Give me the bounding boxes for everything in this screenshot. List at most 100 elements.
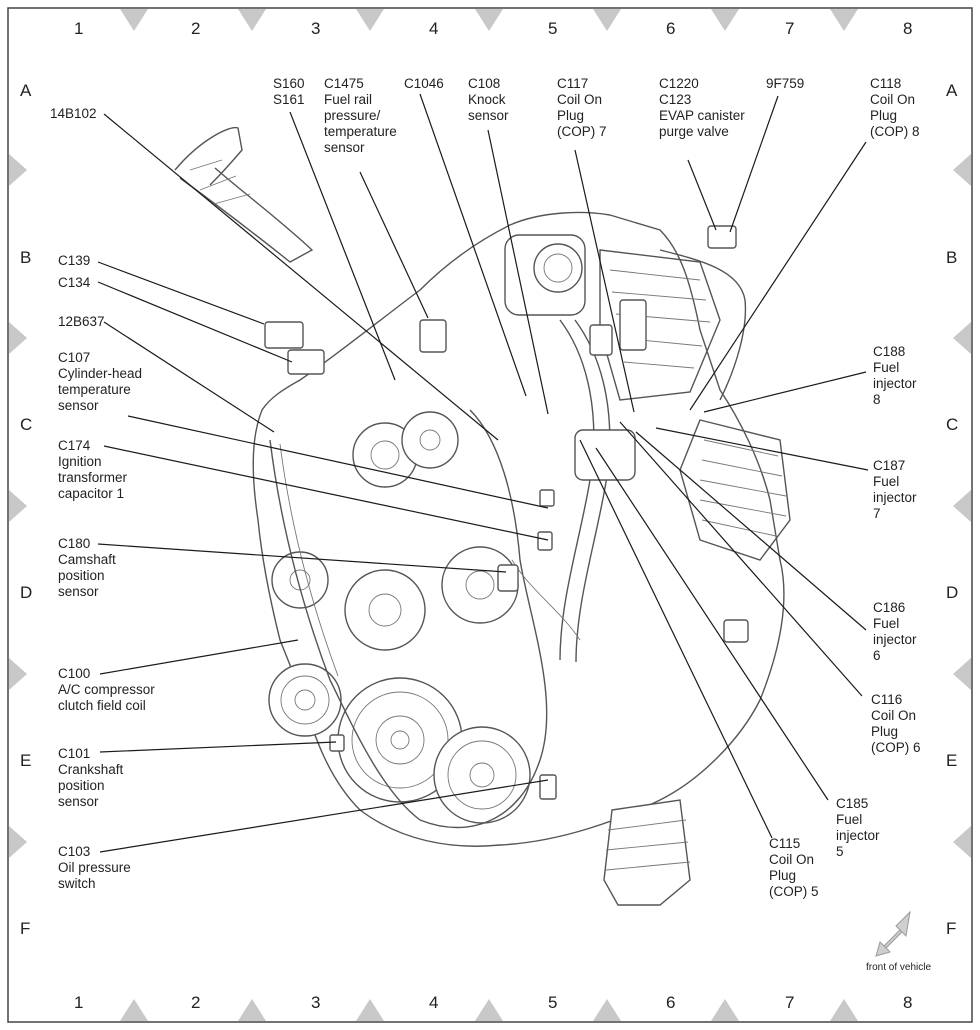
row-label: B: [946, 248, 957, 267]
callout-9f759: 9F759: [766, 76, 804, 91]
leader-c117: [574, 149, 635, 413]
col-label: 3: [311, 993, 320, 1012]
callout-labels: 14B102 S160 S161 C1475 Fuel rail pressur…: [50, 76, 921, 899]
grid-marker: [238, 9, 266, 31]
grid-marker: [120, 999, 148, 1021]
col-label: 4: [429, 993, 438, 1012]
leader-c100: [99, 639, 299, 675]
grid-marker: [238, 999, 266, 1021]
callout-c100: C100 A/C compressor clutch field coil: [58, 666, 159, 713]
callout-c1046: C1046: [404, 76, 444, 91]
leader-c1220: [687, 159, 717, 231]
leader-9f759: [729, 95, 779, 233]
grid-marker: [9, 322, 27, 354]
grid-marker: [711, 999, 739, 1021]
grid-marker: [475, 9, 503, 31]
callout-c188: C188 Fuel injector 8: [873, 344, 920, 407]
grid-marker: [475, 999, 503, 1021]
col-label: 7: [785, 993, 794, 1012]
leader-c107: [127, 415, 549, 509]
grid-marker: [953, 658, 971, 690]
col-label: 2: [191, 993, 200, 1012]
leader-c185: [595, 447, 829, 801]
col-label: 2: [191, 19, 200, 38]
row-label: B: [20, 248, 31, 267]
row-label: A: [20, 81, 32, 100]
row-label: C: [946, 415, 958, 434]
leader-c134: [97, 281, 293, 363]
col-label: 1: [74, 993, 83, 1012]
callout-s160: S160 S161: [273, 76, 308, 107]
callout-c103: C103 Oil pressure switch: [58, 844, 135, 891]
leader-c188: [703, 371, 867, 413]
callout-c174: C174 Ignition transformer capacitor 1: [58, 438, 131, 501]
leader-c108: [487, 129, 549, 415]
grid-marker: [356, 999, 384, 1021]
leader-12b637: [103, 321, 275, 433]
grid-marker: [9, 154, 27, 186]
col-label: 5: [548, 19, 557, 38]
row-label: E: [946, 751, 957, 770]
row-labels-right: A B C D E F: [946, 81, 958, 938]
grid-marker: [953, 490, 971, 522]
callout-c118: C118 Coil On Plug (COP) 8: [870, 76, 920, 139]
grid-marker: [711, 9, 739, 31]
grid-marker: [9, 658, 27, 690]
col-label: 8: [903, 993, 912, 1012]
grid-marker: [830, 999, 858, 1021]
leader-c186: [635, 431, 867, 631]
leader-c174: [103, 445, 549, 541]
front-of-vehicle-indicator: front of vehicle: [866, 910, 931, 973]
col-label: 6: [666, 993, 675, 1012]
diagram-frame: [7, 7, 973, 1023]
leader-c103: [99, 779, 549, 853]
leader-c118: [689, 141, 867, 411]
grid-marker: [593, 999, 621, 1021]
callout-c187: C187 Fuel injector 7: [873, 458, 920, 521]
arrow-icon: [875, 910, 911, 957]
leader-c1475: [359, 171, 429, 319]
grid-marker: [593, 9, 621, 31]
col-label: 7: [785, 19, 794, 38]
col-label: 8: [903, 19, 912, 38]
col-label: 3: [311, 19, 320, 38]
row-label: A: [946, 81, 958, 100]
leader-lines: [97, 93, 869, 853]
callout-14b102: 14B102: [50, 106, 97, 121]
grid-marker: [356, 9, 384, 31]
callout-c1475: C1475 Fuel rail pressure/ temperature se…: [324, 76, 401, 155]
callout-c115: C115 Coil On Plug (COP) 5: [769, 836, 819, 899]
grid-marker: [953, 322, 971, 354]
leader-c116: [619, 421, 863, 697]
column-labels-top: 1 2 3 4 5 6 7 8: [74, 19, 912, 38]
grid-marker: [9, 826, 27, 858]
grid-marker: [120, 9, 148, 31]
callout-c107: C107 Cylinder-head temperature sensor: [58, 350, 146, 413]
callout-c185: C185 Fuel injector 5: [836, 796, 883, 859]
leader-c1046: [419, 93, 527, 397]
row-label: D: [946, 583, 958, 602]
callout-c116: C116 Coil On Plug (COP) 6: [871, 692, 921, 755]
callout-c1220: C1220 C123 EVAP canister purge valve: [659, 76, 749, 139]
leader-c139: [97, 261, 265, 325]
leader-c180: [97, 543, 507, 573]
col-label: 1: [74, 19, 83, 38]
grid-markers: [9, 9, 971, 1021]
callout-12b637: 12B637: [58, 314, 105, 329]
leader-s160: [289, 111, 396, 381]
grid-marker: [9, 490, 27, 522]
row-label: C: [20, 415, 32, 434]
leader-c115: [579, 439, 773, 839]
callout-c180: C180 Camshaft position sensor: [58, 536, 120, 599]
col-label: 6: [666, 19, 675, 38]
callout-c101: C101 Crankshaft position sensor: [58, 746, 127, 809]
callout-c108: C108 Knock sensor: [468, 76, 509, 123]
row-label: F: [20, 919, 30, 938]
leader-c101: [99, 741, 337, 753]
row-label: F: [946, 919, 956, 938]
grid-marker: [953, 154, 971, 186]
leader-c187: [655, 427, 869, 471]
front-of-vehicle-label: front of vehicle: [866, 962, 931, 973]
callout-c139: C139: [58, 253, 90, 268]
